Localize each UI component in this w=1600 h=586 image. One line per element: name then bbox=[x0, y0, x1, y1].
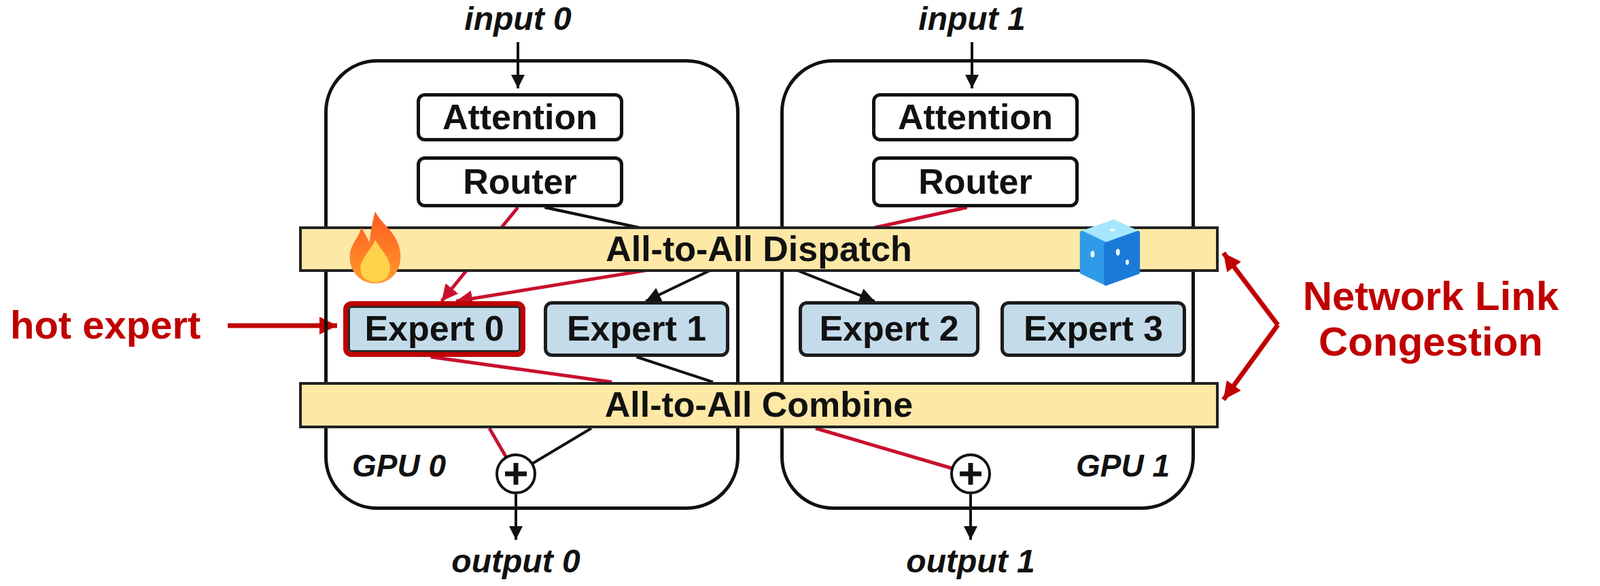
process-box: Router bbox=[872, 156, 1079, 208]
gpu-box: AttentionRouterExpert 0 Expert 1 GPU 0 bbox=[324, 59, 740, 510]
sum-symbol bbox=[496, 454, 535, 493]
process-box: Router bbox=[416, 156, 624, 208]
communication-band: All-to-All Combine bbox=[299, 381, 1219, 429]
gpu-box: AttentionRouterExpert 2 Expert 3 GPU 1 bbox=[780, 59, 1195, 510]
node-label: Router bbox=[918, 162, 1033, 202]
node-label: Expert 2 bbox=[819, 309, 959, 349]
node-label: All-to-All Dispatch bbox=[605, 229, 913, 269]
node-label: Attention bbox=[442, 97, 598, 137]
input-label: input 1 bbox=[918, 1, 1025, 38]
sum-symbol bbox=[951, 454, 990, 493]
callout-label: hot expert bbox=[10, 303, 201, 347]
node-label: Expert 0 bbox=[364, 309, 504, 349]
expert-box: Expert 3 bbox=[1000, 301, 1187, 357]
callout-arrow bbox=[1223, 252, 1278, 325]
output-label: output 1 bbox=[906, 543, 1035, 580]
expert-box: Expert 2 bbox=[798, 301, 980, 357]
combine-line bbox=[489, 428, 507, 458]
node-label: Router bbox=[462, 162, 578, 202]
connector bbox=[636, 356, 713, 382]
communication-band: All-to-All Dispatch bbox=[299, 226, 1219, 272]
callout-arrow bbox=[227, 323, 338, 329]
combine-line bbox=[532, 428, 592, 464]
process-box: Attention bbox=[872, 93, 1079, 142]
output-arrow bbox=[514, 494, 518, 540]
combine-line bbox=[815, 428, 953, 469]
gpu-label: GPU 1 bbox=[1075, 448, 1170, 484]
input-arrow bbox=[970, 42, 974, 89]
expert-box: Expert 1 bbox=[543, 301, 730, 357]
output-label: output 0 bbox=[451, 543, 580, 580]
output-arrow bbox=[969, 494, 972, 540]
node-label: All-to-All Combine bbox=[604, 385, 914, 425]
callout-label: Network Link Congestion bbox=[1277, 273, 1584, 365]
process-box: Attention bbox=[416, 93, 624, 142]
fire-icon bbox=[339, 208, 411, 287]
gpu-label: GPU 0 bbox=[352, 448, 446, 484]
node-label: Expert 3 bbox=[1023, 309, 1163, 349]
hot-expert-box: Expert 0 bbox=[343, 301, 526, 357]
node-label: Expert 1 bbox=[566, 309, 707, 349]
node-label: Attention bbox=[897, 97, 1053, 137]
input-arrow bbox=[516, 42, 520, 89]
callout-arrow bbox=[1223, 324, 1278, 400]
input-label: input 0 bbox=[464, 1, 571, 38]
ice-cube-icon bbox=[1068, 215, 1149, 289]
connector bbox=[430, 356, 612, 382]
